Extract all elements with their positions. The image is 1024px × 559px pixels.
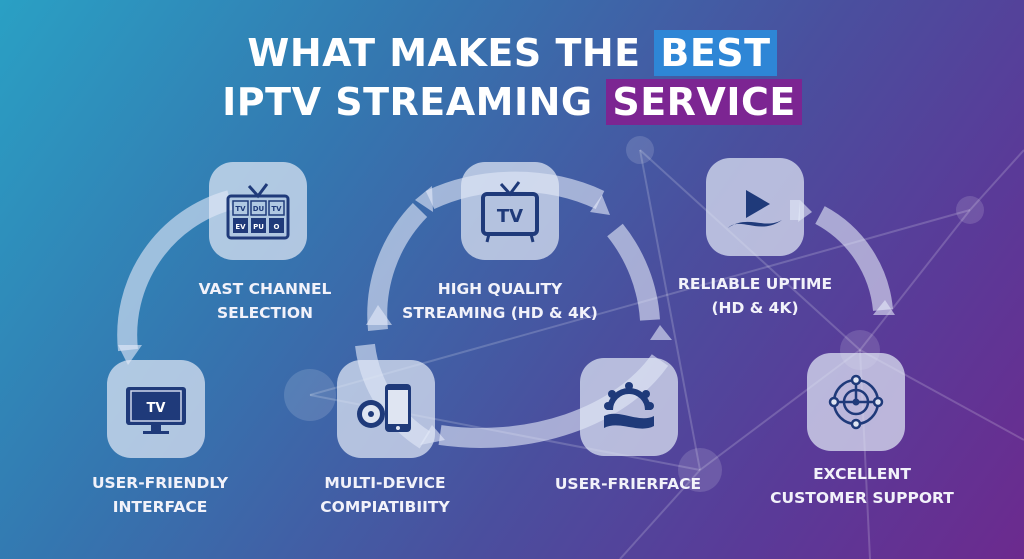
feature-label-user-frierface: USER-FRIERFACE [508,472,748,496]
feature-tile-channels: TV DU TV EV PU O [209,162,307,260]
grid-cell: TV [235,205,246,213]
label-line: HIGH QUALITY [437,280,563,298]
title-highlight-best: BEST [654,30,777,76]
feature-label-uptime: RELIABLE UPTIME (HD & 4K) [635,272,875,320]
label-line: COMPIATIBIITY [320,498,450,516]
multi-device-icon [357,384,411,432]
label-line: USER-FRIENDLY [91,474,229,492]
title-line-2: IPTV STREAMING SERVICE [0,79,1024,125]
feature-tile-interface: TV [107,360,205,458]
gear-icon [604,382,654,429]
label-line: USER-FRIERFACE [554,475,702,493]
label-line: SELECTION [216,304,314,322]
target-icon [828,374,884,430]
feature-label-quality: HIGH QUALITY STREAMING (HD & 4K) [380,277,620,325]
label-line: INTERFACE [112,498,208,516]
title-prefix-2: IPTV STREAMING [222,80,593,124]
feature-label-support: EXCELLENT CUSTOMER SUPPORT [742,462,982,510]
label-line: CUSTOMER SUPPORT [770,489,954,507]
monitor-icon-text: TV [147,401,166,416]
tv-icon-text: TV [497,206,523,227]
feature-tile-quality: TV [461,162,559,260]
title-prefix-1: WHAT MAKES THE [247,31,641,75]
feature-tile-uptime [706,158,804,256]
label-line: EXCELLENT [813,465,911,483]
play-icon [728,190,782,228]
feature-label-interface: USER-FRIENDLY INTERFACE [40,471,280,519]
feature-label-channels: VAST CHANNEL SELECTION [145,277,385,325]
tv-icon: TV [481,181,539,243]
label-line: MULTI-DEVICE [324,474,446,492]
label-line: (HD & 4K) [711,299,799,317]
grid-cell: EV [235,223,246,231]
label-line: VAST CHANNEL [198,280,332,298]
tv-grid-icon: TV DU TV EV PU O [226,183,290,240]
title-highlight-service: SERVICE [606,79,802,125]
feature-tile-support [807,353,905,451]
feature-tile-multi-device [337,360,435,458]
feature-tile-user-frierface [580,358,678,456]
grid-cell: DU [253,205,265,213]
grid-cell: PU [253,223,264,231]
label-line: RELIABLE UPTIME [677,275,833,293]
grid-cell: TV [271,205,282,213]
feature-label-multi-device: MULTI-DEVICE COMPIATIBIITY [265,471,505,519]
grid-cell: O [274,223,280,231]
label-line: STREAMING (HD & 4K) [402,304,598,322]
title-line-1: WHAT MAKES THE BEST [0,30,1024,76]
monitor-icon: TV [126,387,186,434]
